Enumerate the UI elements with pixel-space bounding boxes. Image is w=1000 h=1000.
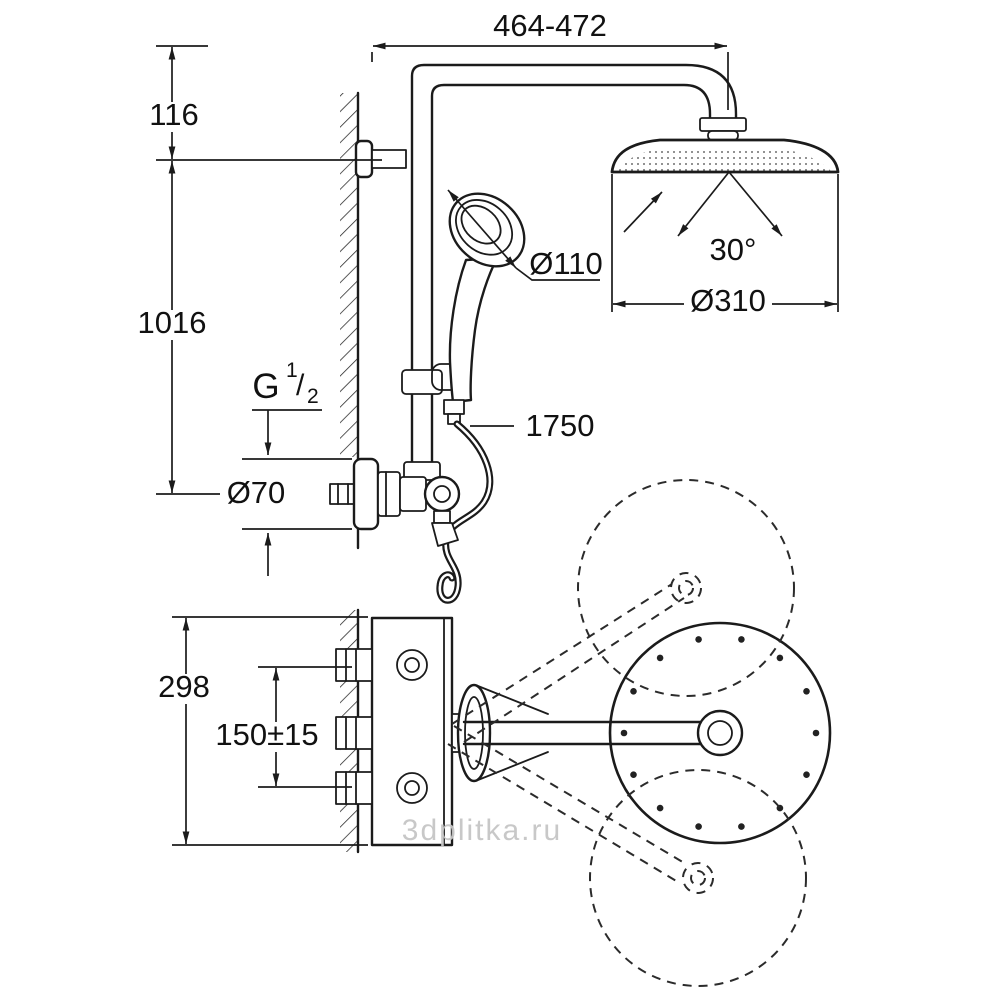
dim-wall-offset-label: 116	[149, 97, 198, 132]
dim-pipe-height-label: 1016	[138, 305, 207, 340]
head-connector-nut	[699, 117, 747, 132]
inlet-stub-top	[335, 648, 428, 682]
dim-headshower-diameter-label: Ø310	[690, 283, 766, 318]
outlet-nut	[431, 522, 459, 547]
head-shower-front	[610, 117, 840, 174]
temperature-knob	[423, 475, 461, 513]
hand-shower-top-view	[456, 683, 549, 783]
shower-hose	[436, 420, 494, 604]
thread-size-denominator: 2	[307, 385, 319, 408]
inlet-stub-bottom	[335, 771, 428, 805]
thread-size-numerator: 1	[286, 359, 298, 382]
thread-size-g: G	[252, 367, 279, 406]
dim-inlet-distance-label: 150±15	[215, 717, 318, 752]
outlet-port	[433, 510, 451, 524]
hose-length-label: 1750	[526, 408, 595, 443]
hose-nut	[443, 399, 465, 415]
swivel-ghost-positions	[447, 479, 807, 987]
shower-arm-top-view	[462, 720, 702, 746]
arm-hub	[696, 709, 744, 757]
shower-riser-pipe	[410, 63, 738, 479]
head-shower-top-view	[608, 621, 832, 845]
wall-bracket	[354, 139, 407, 179]
swivel-angle-label: 30°	[710, 232, 757, 267]
dim-plate-height-label: 298	[158, 669, 210, 704]
watermark-text: 3dplitka.ru	[402, 814, 562, 847]
thermostat-valve-front	[329, 457, 461, 547]
union-nut	[377, 471, 401, 517]
spray-face-texture	[618, 148, 832, 172]
dim-top-width-label: 464-472	[493, 8, 607, 43]
thread-size-slash: /	[296, 369, 305, 402]
wall-rosette	[352, 457, 380, 531]
dim-rosette-diameter-label: Ø70	[227, 475, 286, 510]
hand-shower-handle	[448, 256, 499, 404]
dim-handshower-diameter-label: Ø110	[529, 246, 603, 281]
dimension-annotations: 464-472 116 1016 G 1 / 2 Ø70 Ø110 30° Ø3…	[134, 8, 839, 846]
valve-top-view	[335, 616, 702, 847]
valve-body	[399, 476, 427, 512]
hand-shower-front	[443, 192, 526, 425]
